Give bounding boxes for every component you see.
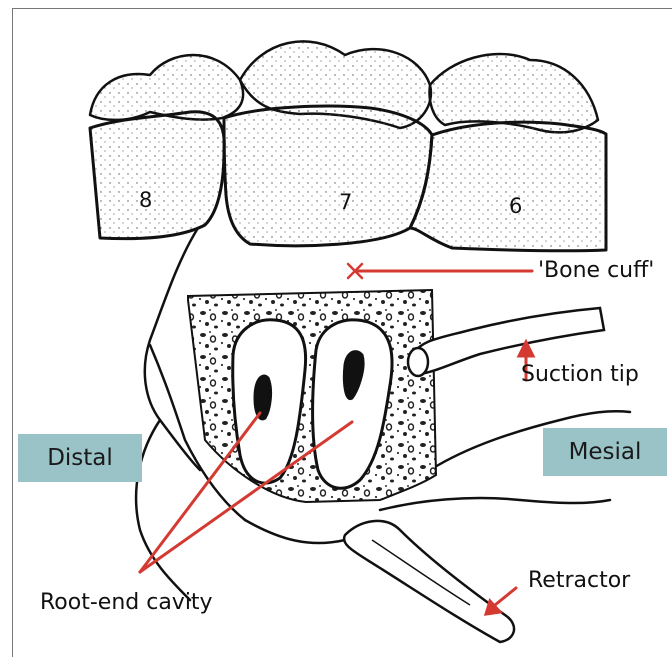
upper-tooth-left bbox=[90, 55, 243, 120]
tooth-6-crown bbox=[410, 122, 606, 251]
suction-tip-label: Suction tip bbox=[521, 364, 639, 386]
retractor bbox=[344, 521, 514, 642]
distal-label-box: Distal bbox=[18, 434, 142, 482]
tooth-number-7: 7 bbox=[339, 192, 352, 213]
retractor-pointer bbox=[495, 588, 516, 605]
tooth-8-crown bbox=[90, 112, 224, 239]
upper-tooth-right bbox=[430, 54, 598, 132]
distal-label: Distal bbox=[47, 445, 113, 471]
tooth-number-8: 8 bbox=[139, 190, 152, 211]
mesial-label: Mesial bbox=[569, 439, 642, 465]
root-canal-distal bbox=[255, 376, 271, 419]
tooth-7-crown bbox=[224, 106, 432, 246]
root-end-cavity-label: Root-end cavity bbox=[40, 592, 213, 614]
retractor-label: Retractor bbox=[528, 570, 630, 592]
bone-cuff-label: 'Bone cuff' bbox=[538, 260, 654, 282]
lower-teeth bbox=[90, 106, 606, 251]
root-end-pointer-1 bbox=[140, 413, 260, 572]
mesial-label-box: Mesial bbox=[543, 428, 667, 476]
tooth-number-6: 6 bbox=[509, 196, 522, 217]
